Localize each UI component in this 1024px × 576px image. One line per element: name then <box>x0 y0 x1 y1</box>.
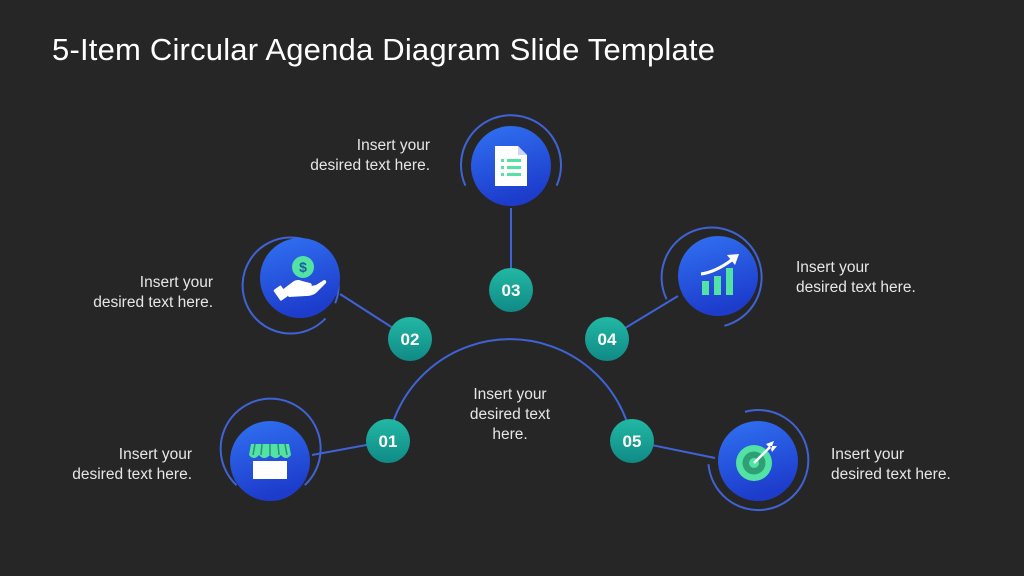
item-03-ring <box>460 114 562 187</box>
document-icon <box>495 146 527 186</box>
number-label-02: 02 <box>401 330 420 349</box>
item-01-ring <box>219 397 322 486</box>
number-node-03: 03 <box>489 268 533 312</box>
number-label-04: 04 <box>598 330 617 349</box>
number-label-03: 03 <box>502 281 521 300</box>
number-node-05: 05 <box>610 419 654 463</box>
item-01-text: Insert your desired text here. <box>72 446 192 483</box>
number-label-05: 05 <box>623 432 642 451</box>
item-05-ring <box>707 409 810 512</box>
item-02-icon-group: $ <box>241 236 340 335</box>
item-03-text: Insert your desired text here. <box>310 137 430 174</box>
number-label-01: 01 <box>379 432 398 451</box>
item-04-icon-group <box>660 226 763 327</box>
growth-chart-icon <box>700 254 739 295</box>
number-node-02: 02 <box>388 317 432 361</box>
item-04-ring <box>660 226 763 327</box>
target-icon <box>736 441 777 481</box>
item-05-icon-group <box>707 409 810 512</box>
item-04-text: Insert your desired text here. <box>796 259 916 296</box>
item-03-icon-group <box>460 114 562 206</box>
item-02-icon-circle <box>260 238 340 318</box>
number-node-04: 04 <box>585 317 629 361</box>
center-text: Insert your desired text here. <box>469 386 551 443</box>
item-02-text: Insert your desired text here. <box>93 274 213 311</box>
number-node-01: 01 <box>366 419 410 463</box>
money-hand-icon: $ <box>273 256 327 301</box>
connector-arc <box>387 338 633 442</box>
item-05-text: Insert your desired text here. <box>831 446 951 483</box>
svg-text:$: $ <box>299 259 307 275</box>
item-01-icon-group <box>219 397 322 501</box>
slide-title: 5-Item Circular Agenda Diagram Slide Tem… <box>52 32 716 67</box>
store-icon <box>249 443 291 479</box>
